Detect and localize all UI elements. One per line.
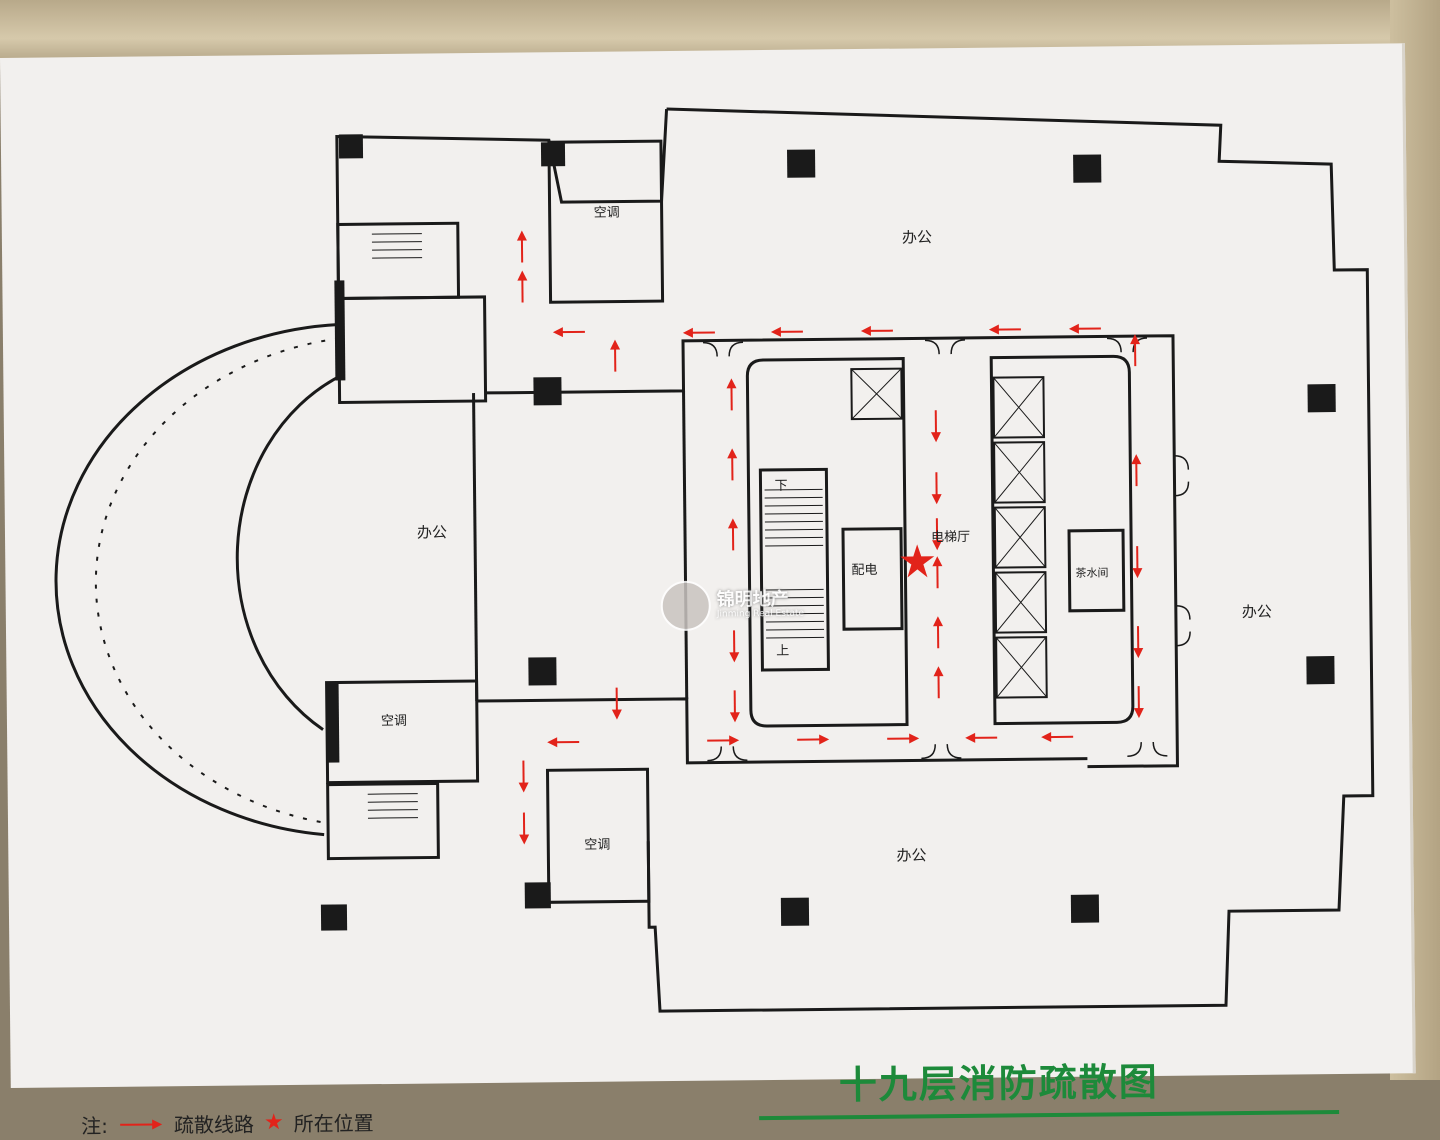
route-arrow-head [547,737,557,747]
power-room [843,529,902,630]
route-arrow-head [989,325,999,335]
label-stair-up: 上 [776,640,789,659]
stair-left-top [338,223,459,298]
legend-note-label: 注: [81,1110,108,1139]
route-arrow-head [1131,454,1141,464]
route-arrow-head [729,652,739,662]
ac-top-room [549,141,663,302]
label-office-bottom: 办公 [896,844,926,865]
evacuation-board: 办公 办公 办公 办公 空调 空调 空调 电梯厅 配电 茶水间 下 上 锦明地产… [0,43,1416,1088]
door-swing [925,340,965,354]
floor-plan [0,43,1413,1088]
core-right [991,356,1133,723]
column [327,682,340,762]
office-left-divider [684,391,687,699]
legend: 注: 疏散线路 ★ 所在位置 [81,1107,374,1139]
door-swing [1107,338,1147,352]
label-ac-top: 空调 [594,202,620,221]
legend-location-label: 所在位置 [293,1107,373,1137]
label-elevator-hall: 电梯厅 [931,526,970,545]
watermark-en: Jinming Real Estate [717,610,804,621]
title-underline [759,1110,1339,1120]
core-left-stair [760,469,828,670]
route-arrow-head [553,327,563,337]
watermark-logo-icon [661,581,712,632]
ac-left-room [327,681,478,783]
route-arrow-head [612,710,622,720]
evacuation-route-arrows [513,224,1145,845]
route-arrow-head [683,328,693,338]
column [525,882,551,908]
door-swing [921,744,961,758]
column [339,134,363,158]
column [1306,656,1334,684]
column [321,904,347,930]
stair-left-bottom [328,783,439,858]
label-office-right: 办公 [1242,601,1272,622]
door-swing [1127,742,1167,756]
column [1307,384,1335,412]
arc-office-inner [235,376,343,730]
route-arrow-head [1134,708,1144,718]
arc-office-outer [53,324,344,837]
office-left-wall [474,393,477,701]
corridor-top-wall [485,336,1177,773]
label-ac-bottom: 空调 [584,834,610,853]
route-arrow-head [861,326,871,336]
walls [51,102,1375,1018]
column [541,142,565,166]
toilet-left [339,297,486,403]
route-arrow-head [965,733,975,743]
route-arrow-head [517,270,527,280]
column [533,377,561,405]
door-swing [707,746,747,760]
column [1071,895,1099,923]
doors [703,338,1191,761]
column [787,149,815,177]
label-stair-down: 下 [774,475,787,494]
label-office-top: 办公 [902,226,932,247]
page-title: 十九层消防疏散图 [838,1051,1159,1109]
legend-route-label: 疏散线路 [174,1108,254,1138]
legend-star-icon: ★ [264,1110,284,1135]
route-arrow-head [726,378,736,388]
label-office-left: 办公 [417,521,447,542]
route-arrow-head [1133,648,1143,658]
label-ac-left: 空调 [381,710,407,729]
legend-arrow-icon [118,1117,164,1131]
route-arrow-head [519,783,529,793]
route-arrow-head [771,327,781,337]
route-arrow-head [819,734,829,744]
route-arrow-head [931,432,941,442]
watermark-cn: 锦明地产 [717,590,804,611]
route-arrow-head [519,835,529,845]
route-arrow-head [909,733,919,743]
column [334,280,345,380]
column [528,657,556,685]
route-arrow-head [933,616,943,626]
route-arrow-head [1132,568,1142,578]
watermark: 锦明地产 Jinming Real Estate [661,580,805,631]
column [781,898,809,926]
door-swing [703,342,743,356]
route-arrow-head [1041,732,1051,742]
route-arrow-head [517,230,527,240]
route-arrow-head [729,735,739,745]
route-arrow-head [730,712,740,722]
label-power-room: 配电 [851,559,877,578]
route-arrow-head [728,518,738,528]
route-arrow-head [932,556,942,566]
route-arrow-head [1069,324,1079,334]
photo-stage: 办公 办公 办公 办公 空调 空调 空调 电梯厅 配电 茶水间 下 上 锦明地产… [0,0,1440,1080]
door-swing [1174,456,1188,496]
route-arrow-head [933,666,943,676]
watermark-text: 锦明地产 Jinming Real Estate [717,590,804,621]
route-arrow-head [727,448,737,458]
label-water-room: 茶水间 [1075,564,1108,580]
column [1073,154,1101,182]
route-arrow-head [610,340,620,350]
door-swing [1176,606,1190,646]
route-arrow-head [932,494,942,504]
